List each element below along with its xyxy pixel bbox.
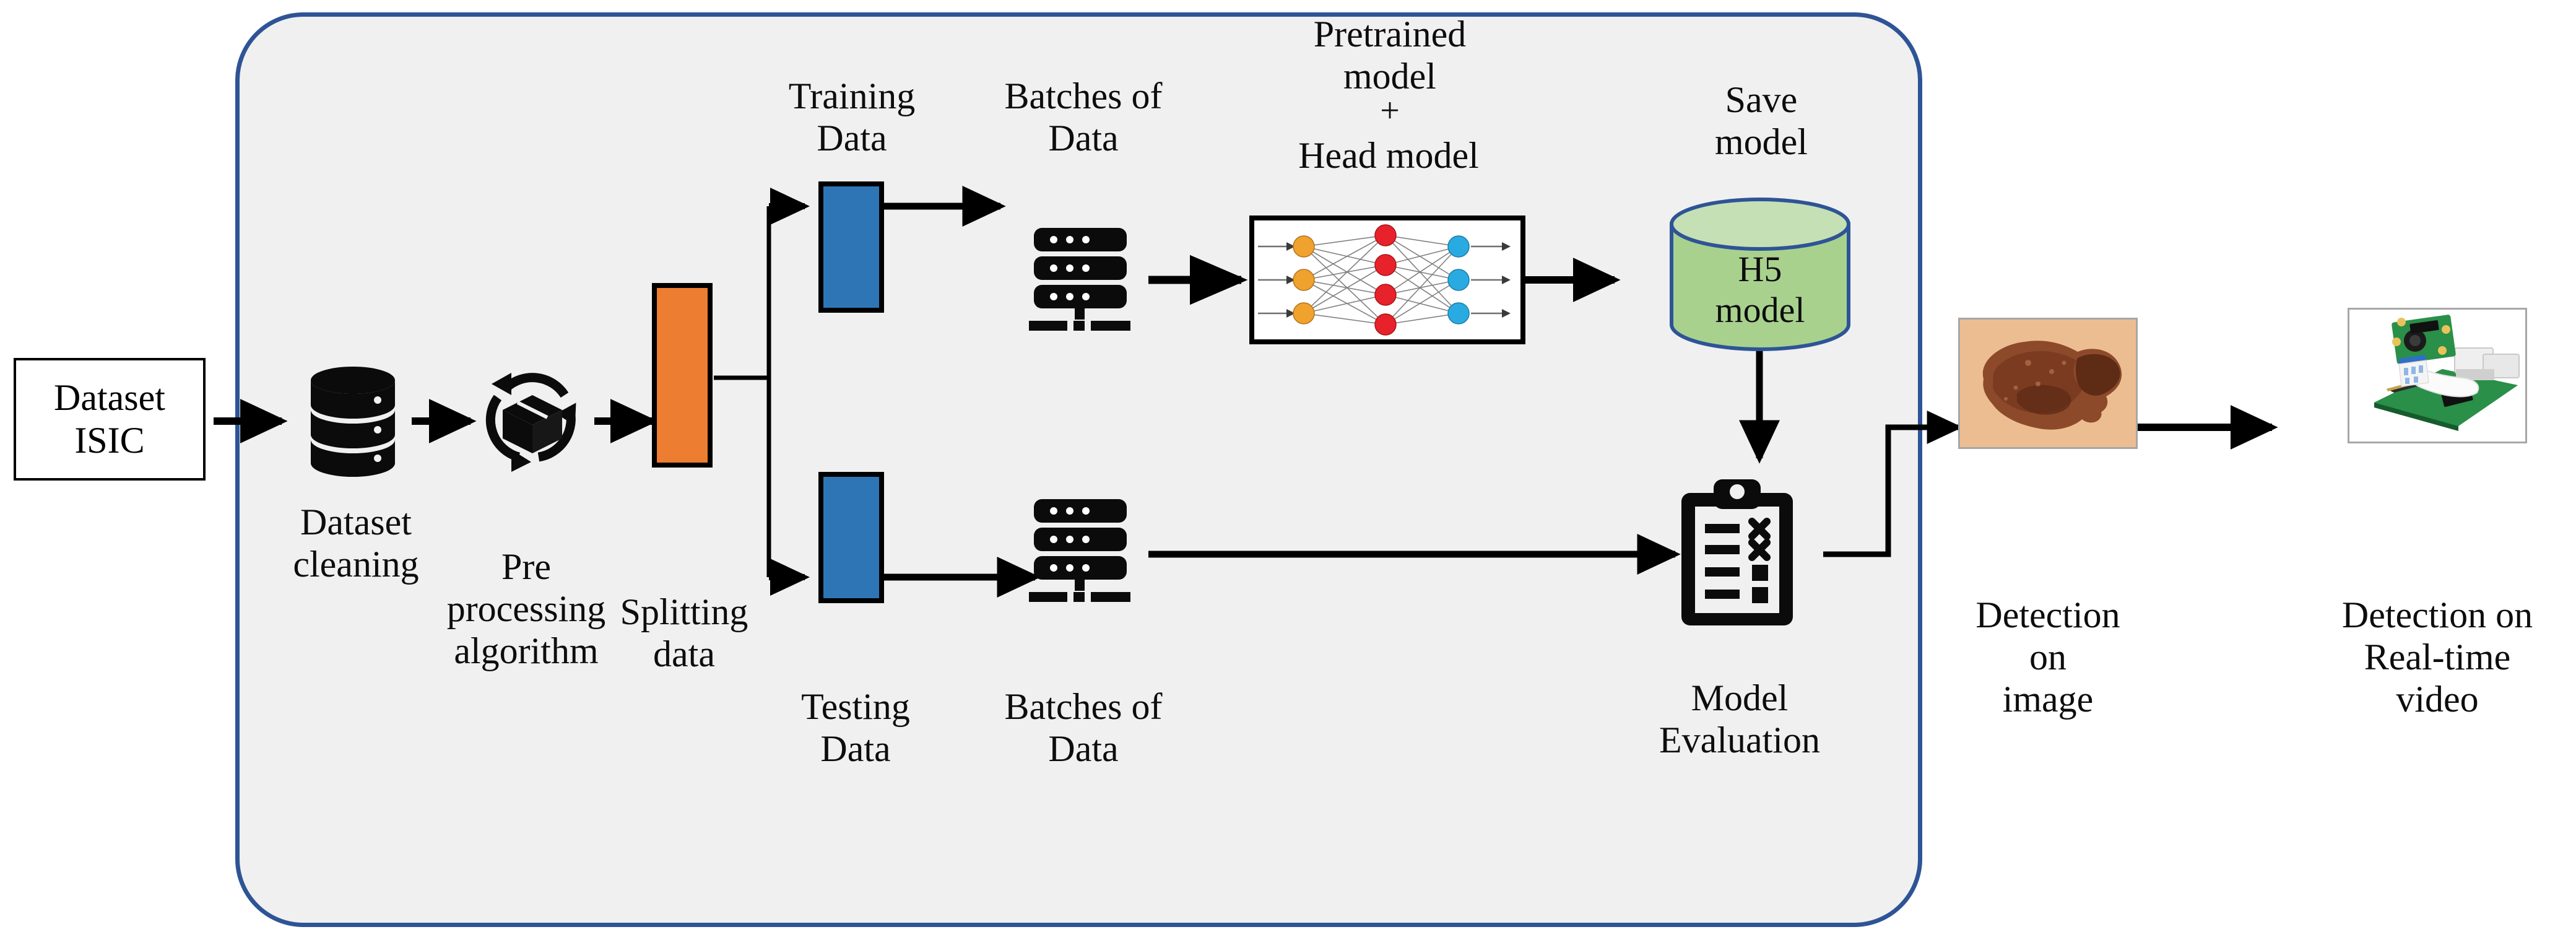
plus-sign-label: + — [1380, 92, 1400, 130]
batches-of-data-top-label: Batches of Data — [1004, 76, 1163, 159]
server-stack-icon-top — [1029, 228, 1130, 331]
neural-network-icon — [1258, 224, 1511, 336]
database-icon — [311, 367, 395, 477]
training-data-label: Training Data — [788, 76, 916, 159]
model-evaluation-label: Model Evaluation — [1659, 677, 1820, 760]
training-pipeline-container — [235, 12, 1922, 927]
pretrained-model-label: Pretrained model — [1313, 14, 1467, 97]
dataset-isic-box: Dataset ISIC — [14, 358, 206, 481]
h5-model-label: H5 model — [1715, 249, 1805, 330]
splitting-data-bar — [652, 283, 713, 468]
testing-data-bar — [818, 472, 884, 603]
splitting-data-label: Splitting data — [620, 591, 748, 674]
training-data-bar — [818, 181, 884, 313]
testing-data-label: Testing Data — [801, 686, 910, 769]
arrow-evaluation-to-detection-image — [1823, 411, 1963, 557]
detection-on-image-label: Detection on image — [1975, 594, 2120, 720]
raspberry-pi-photo — [2348, 308, 2527, 443]
recycle-box-icon — [485, 373, 576, 472]
head-model-label: Head model — [1298, 135, 1479, 176]
detection-realtime-label: Detection on Real-time video — [2341, 594, 2533, 720]
head-model-box — [1249, 216, 1525, 344]
clipboard-checklist-icon — [1681, 479, 1793, 625]
batches-of-data-bottom-label: Batches of Data — [1004, 686, 1163, 769]
dataset-isic-label: Dataset ISIC — [54, 377, 165, 461]
save-model-label: Save model — [1715, 79, 1808, 162]
pre-processing-label: Pre processing algorithm — [446, 546, 606, 671]
server-stack-icon-bottom — [1029, 499, 1130, 602]
cylinder-icon — [1670, 198, 1850, 351]
dataset-cleaning-label: Dataset cleaning — [293, 502, 419, 585]
skin-lesion-photo — [1958, 318, 2138, 449]
